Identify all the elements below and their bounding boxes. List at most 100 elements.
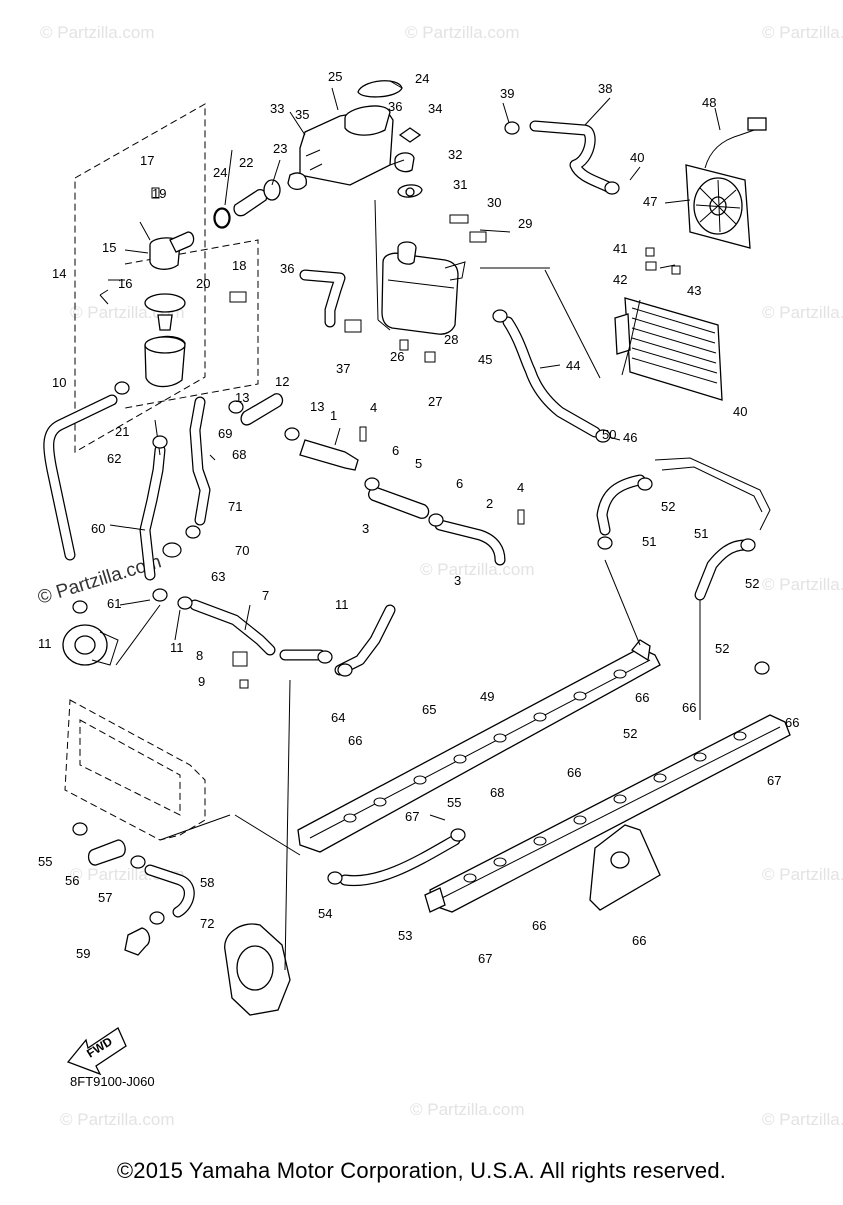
callout-45: 45 (478, 352, 492, 367)
callout-32: 32 (448, 147, 462, 162)
callout-53: 53 (398, 928, 412, 943)
watermark: © Partzilla.com (762, 303, 843, 322)
callout-16: 16 (118, 276, 132, 291)
filler-neck-assembly (287, 80, 423, 331)
callout-19: 19 (152, 186, 166, 201)
callout-70: 70 (235, 543, 249, 558)
callout-31: 31 (453, 177, 467, 192)
fwd-arrow: FWD (66, 1027, 127, 1076)
reservoir-tank (381, 241, 466, 335)
callout-24: 24 (415, 71, 429, 86)
callout-67: 67 (767, 773, 781, 788)
callout-11: 11 (38, 636, 52, 651)
cooling-fan (685, 117, 767, 249)
heat-exchanger-50 (297, 639, 661, 853)
hose-5 (368, 486, 430, 519)
watermark: © Partzilla.com (420, 560, 535, 579)
callout-44: 44 (566, 358, 580, 373)
hose-56 (87, 839, 126, 866)
pump-cover (224, 923, 291, 1016)
callout-48: 48 (702, 95, 716, 110)
callout-41: 41 (613, 241, 627, 256)
callout-68: 68 (490, 785, 504, 800)
callout-67: 67 (405, 809, 419, 824)
watermark: © Partzilla.com (405, 23, 520, 42)
callout-25: 25 (328, 69, 342, 84)
callout-26: 26 (390, 349, 404, 364)
hose-clamps (72, 121, 770, 925)
callout-14: 14 (52, 266, 66, 281)
callout-60: 60 (91, 521, 105, 536)
callout-9: 9 (198, 674, 205, 689)
callout-66: 66 (682, 700, 696, 715)
callout-7: 7 (262, 588, 269, 603)
callout-52: 52 (715, 641, 729, 656)
hose-60 (124, 927, 151, 956)
callout-65: 65 (422, 702, 436, 717)
callout-55: 55 (447, 795, 461, 810)
thermostat-assembly-group (74, 103, 259, 453)
callout-5: 5 (415, 456, 422, 471)
watermark: © Partzilla.com (40, 23, 155, 42)
callout-1: 1 (330, 408, 337, 423)
callout-36: 36 (388, 99, 402, 114)
callout-35: 35 (295, 107, 309, 122)
callout-39: 39 (500, 86, 514, 101)
bolts (151, 187, 681, 689)
callout-62: 62 (107, 451, 121, 466)
callout-55: 55 (38, 854, 52, 869)
callout-38: 38 (598, 81, 612, 96)
callout-2: 2 (486, 496, 493, 511)
callout-11: 11 (170, 640, 184, 655)
callout-64: 64 (331, 710, 345, 725)
callout-3: 3 (454, 573, 461, 588)
callout-3: 3 (362, 521, 369, 536)
callout-66: 66 (785, 715, 799, 730)
callout-61: 61 (107, 596, 121, 611)
water-pump (62, 624, 119, 666)
callout-52: 52 (661, 499, 675, 514)
callout-13: 13 (235, 390, 249, 405)
callout-66: 66 (567, 765, 581, 780)
callout-71: 71 (228, 499, 242, 514)
callout-66: 66 (532, 918, 546, 933)
watermark: © Partzilla.com (762, 865, 843, 884)
callout-66: 66 (635, 690, 649, 705)
callout-40: 40 (733, 404, 747, 419)
callout-13: 13 (310, 399, 324, 414)
watermark: © Partzilla.com (410, 1100, 525, 1119)
thermostat-housing (144, 231, 195, 388)
callout-66: 66 (348, 733, 362, 748)
callout-17: 17 (140, 153, 154, 168)
copyright-notice: ©2015 Yamaha Motor Corporation, U.S.A. A… (116, 1158, 727, 1183)
callout-12: 12 (275, 374, 289, 389)
leader-lines (99, 80, 721, 971)
callout-72: 72 (200, 916, 214, 931)
callout-58: 58 (200, 875, 214, 890)
callout-59: 59 (76, 946, 90, 961)
bracket (589, 824, 661, 911)
callout-54: 54 (318, 906, 332, 921)
callout-4: 4 (517, 480, 524, 495)
callout-15: 15 (102, 240, 116, 255)
watermark: © Partzilla.com (60, 1110, 175, 1129)
callout-57: 57 (98, 890, 112, 905)
callout-56: 56 (65, 873, 79, 888)
callout-33: 33 (270, 101, 284, 116)
diagram-code: 8FT9100-J060 (70, 1074, 155, 1089)
callout-66: 66 (632, 933, 646, 948)
callout-27: 27 (428, 394, 442, 409)
callout-34: 34 (428, 101, 442, 116)
callout-22: 22 (239, 155, 253, 170)
callout-68: 68 (232, 447, 246, 462)
callout-28: 28 (444, 332, 458, 347)
callout-11: 11 (335, 597, 349, 612)
watermark: © Partzilla.com (762, 23, 843, 42)
watermark: © Partzilla.com (762, 575, 843, 594)
callout-21: 21 (115, 424, 129, 439)
callout-4: 4 (370, 400, 377, 415)
radiator (614, 297, 723, 401)
